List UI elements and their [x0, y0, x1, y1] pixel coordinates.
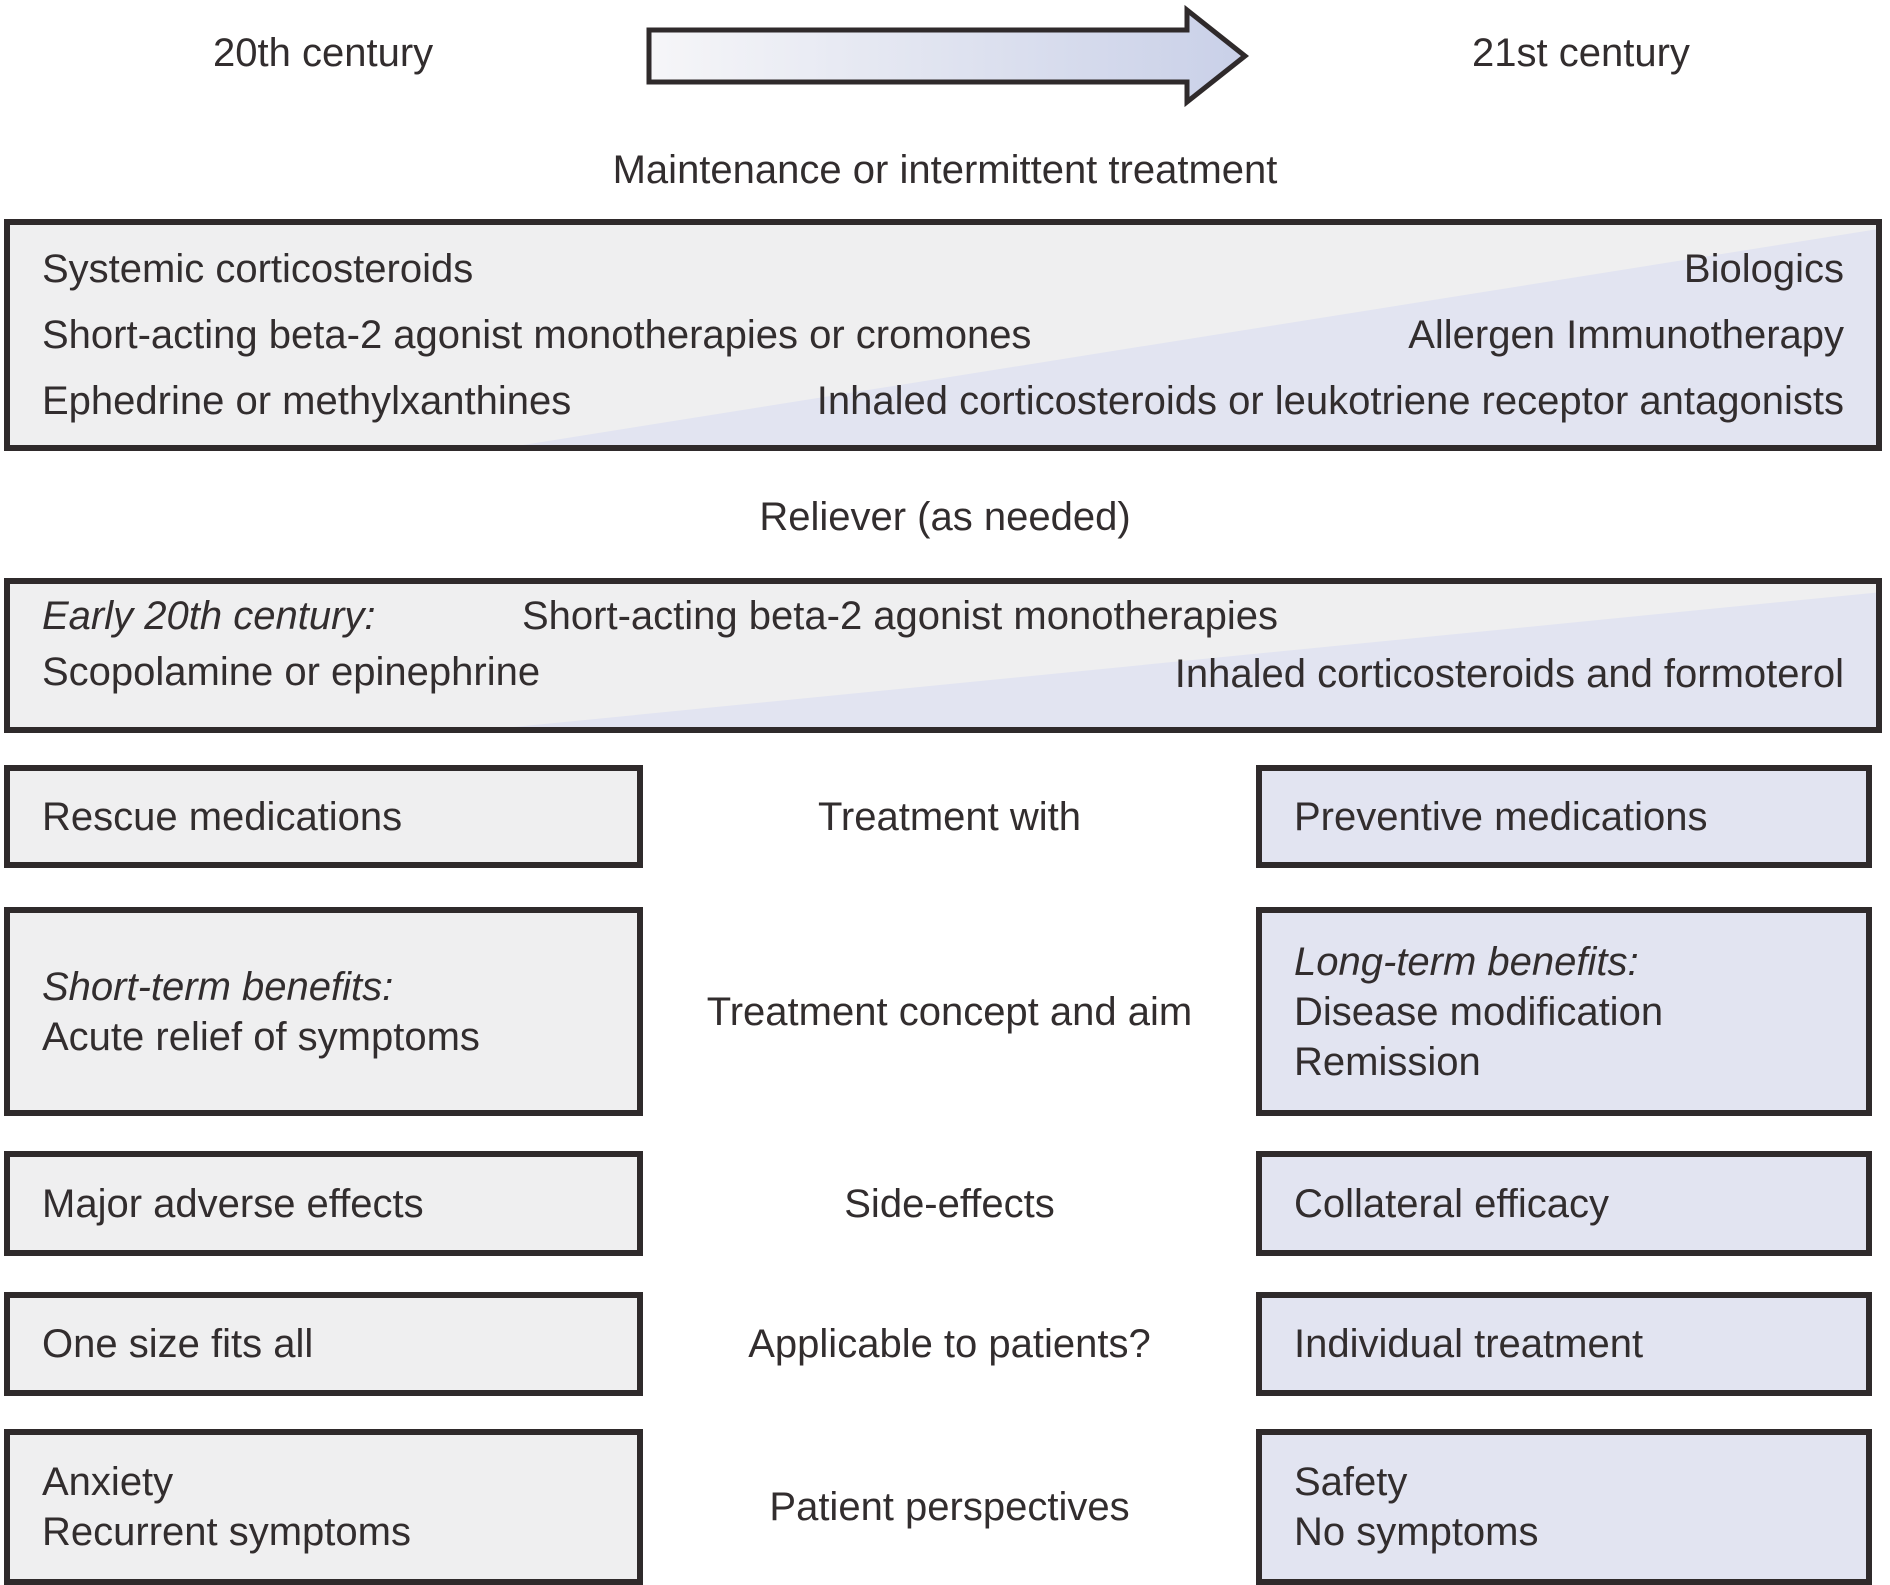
- comparison-category-label: Treatment with: [817, 794, 1082, 839]
- future-box-line: Preventive medications: [1294, 794, 1708, 839]
- future-box: Preventive medications: [1256, 765, 1872, 868]
- era-label-20th-century: 20th century: [213, 31, 434, 75]
- future-box: Long-term benefits: Disease modification…: [1256, 907, 1872, 1116]
- future-box: Safety No symptoms: [1256, 1429, 1872, 1585]
- past-box: Rescue medications: [4, 765, 643, 868]
- future-box-line: Long-term benefits:: [1294, 939, 1639, 984]
- past-box-line: Acute relief of symptoms: [42, 1014, 480, 1059]
- past-box: Short-term benefits: Acute relief of sym…: [4, 907, 643, 1116]
- future-box-line: Disease modification: [1294, 989, 1664, 1034]
- comparison-category-label: Treatment concept and aim: [706, 989, 1193, 1034]
- future-box-line: No symptoms: [1294, 1510, 1539, 1554]
- reliever-modern-item: Inhaled corticosteroids and formoterol: [1174, 652, 1844, 696]
- past-box: Major adverse effects: [4, 1151, 643, 1256]
- maintenance-future-item: Inhaled corticosteroids or leukotriene r…: [816, 379, 1844, 423]
- past-box-line: Anxiety: [42, 1460, 174, 1504]
- maintenance-past-item: Short-acting beta-2 agonist monotherapie…: [42, 313, 1032, 357]
- reliever-early-era-label: Early 20th century:: [42, 594, 376, 638]
- future-box-line: Safety: [1294, 1460, 1408, 1504]
- future-box: Collateral efficacy: [1256, 1151, 1872, 1256]
- past-box: One size fits all: [4, 1292, 643, 1396]
- future-box-line: Collateral efficacy: [1294, 1181, 1609, 1226]
- maintenance-future-item: Biologics: [1683, 247, 1844, 291]
- reliever-mid-era-item: Short-acting beta-2 agonist monotherapie…: [522, 594, 1279, 638]
- past-box: Anxiety Recurrent symptoms: [4, 1429, 643, 1585]
- maintenance-rows: Systemic corticosteroids Biologics Short…: [10, 225, 1876, 445]
- maintenance-row: Ephedrine or methylxanthines Inhaled cor…: [42, 368, 1844, 434]
- comparison-category-label: Side-effects: [844, 1181, 1055, 1226]
- maintenance-box: Systemic corticosteroids Biologics Short…: [4, 219, 1882, 451]
- past-box-line: Short-term benefits:: [42, 964, 394, 1009]
- comparison-category-label: Applicable to patients?: [748, 1322, 1151, 1366]
- era-label-21st-century: 21st century: [1472, 31, 1690, 75]
- past-box-line: Rescue medications: [42, 794, 403, 839]
- maintenance-row: Systemic corticosteroids Biologics: [42, 236, 1844, 302]
- comparison-category-label: Patient perspectives: [769, 1485, 1130, 1529]
- past-box-line: One size fits all: [42, 1322, 314, 1366]
- future-box: Individual treatment: [1256, 1292, 1872, 1396]
- maintenance-heading: Maintenance or intermittent treatment: [612, 148, 1278, 192]
- future-box-line: Individual treatment: [1294, 1322, 1644, 1366]
- reliever-box: Early 20th century: Short-acting beta-2 …: [4, 578, 1882, 733]
- maintenance-past-item: Systemic corticosteroids: [42, 247, 474, 291]
- future-box-line: Remission: [1294, 1039, 1481, 1084]
- maintenance-future-item: Allergen Immunotherapy: [1408, 313, 1844, 357]
- right-arrow-icon: [645, 4, 1251, 113]
- reliever-heading: Reliever (as needed): [759, 495, 1131, 539]
- maintenance-row: Short-acting beta-2 agonist monotherapie…: [42, 302, 1844, 368]
- maintenance-past-item: Ephedrine or methylxanthines: [42, 379, 572, 423]
- reliever-early-era-item: Scopolamine or epinephrine: [42, 650, 541, 694]
- past-box-line: Major adverse effects: [42, 1181, 424, 1226]
- past-box-line: Recurrent symptoms: [42, 1510, 411, 1554]
